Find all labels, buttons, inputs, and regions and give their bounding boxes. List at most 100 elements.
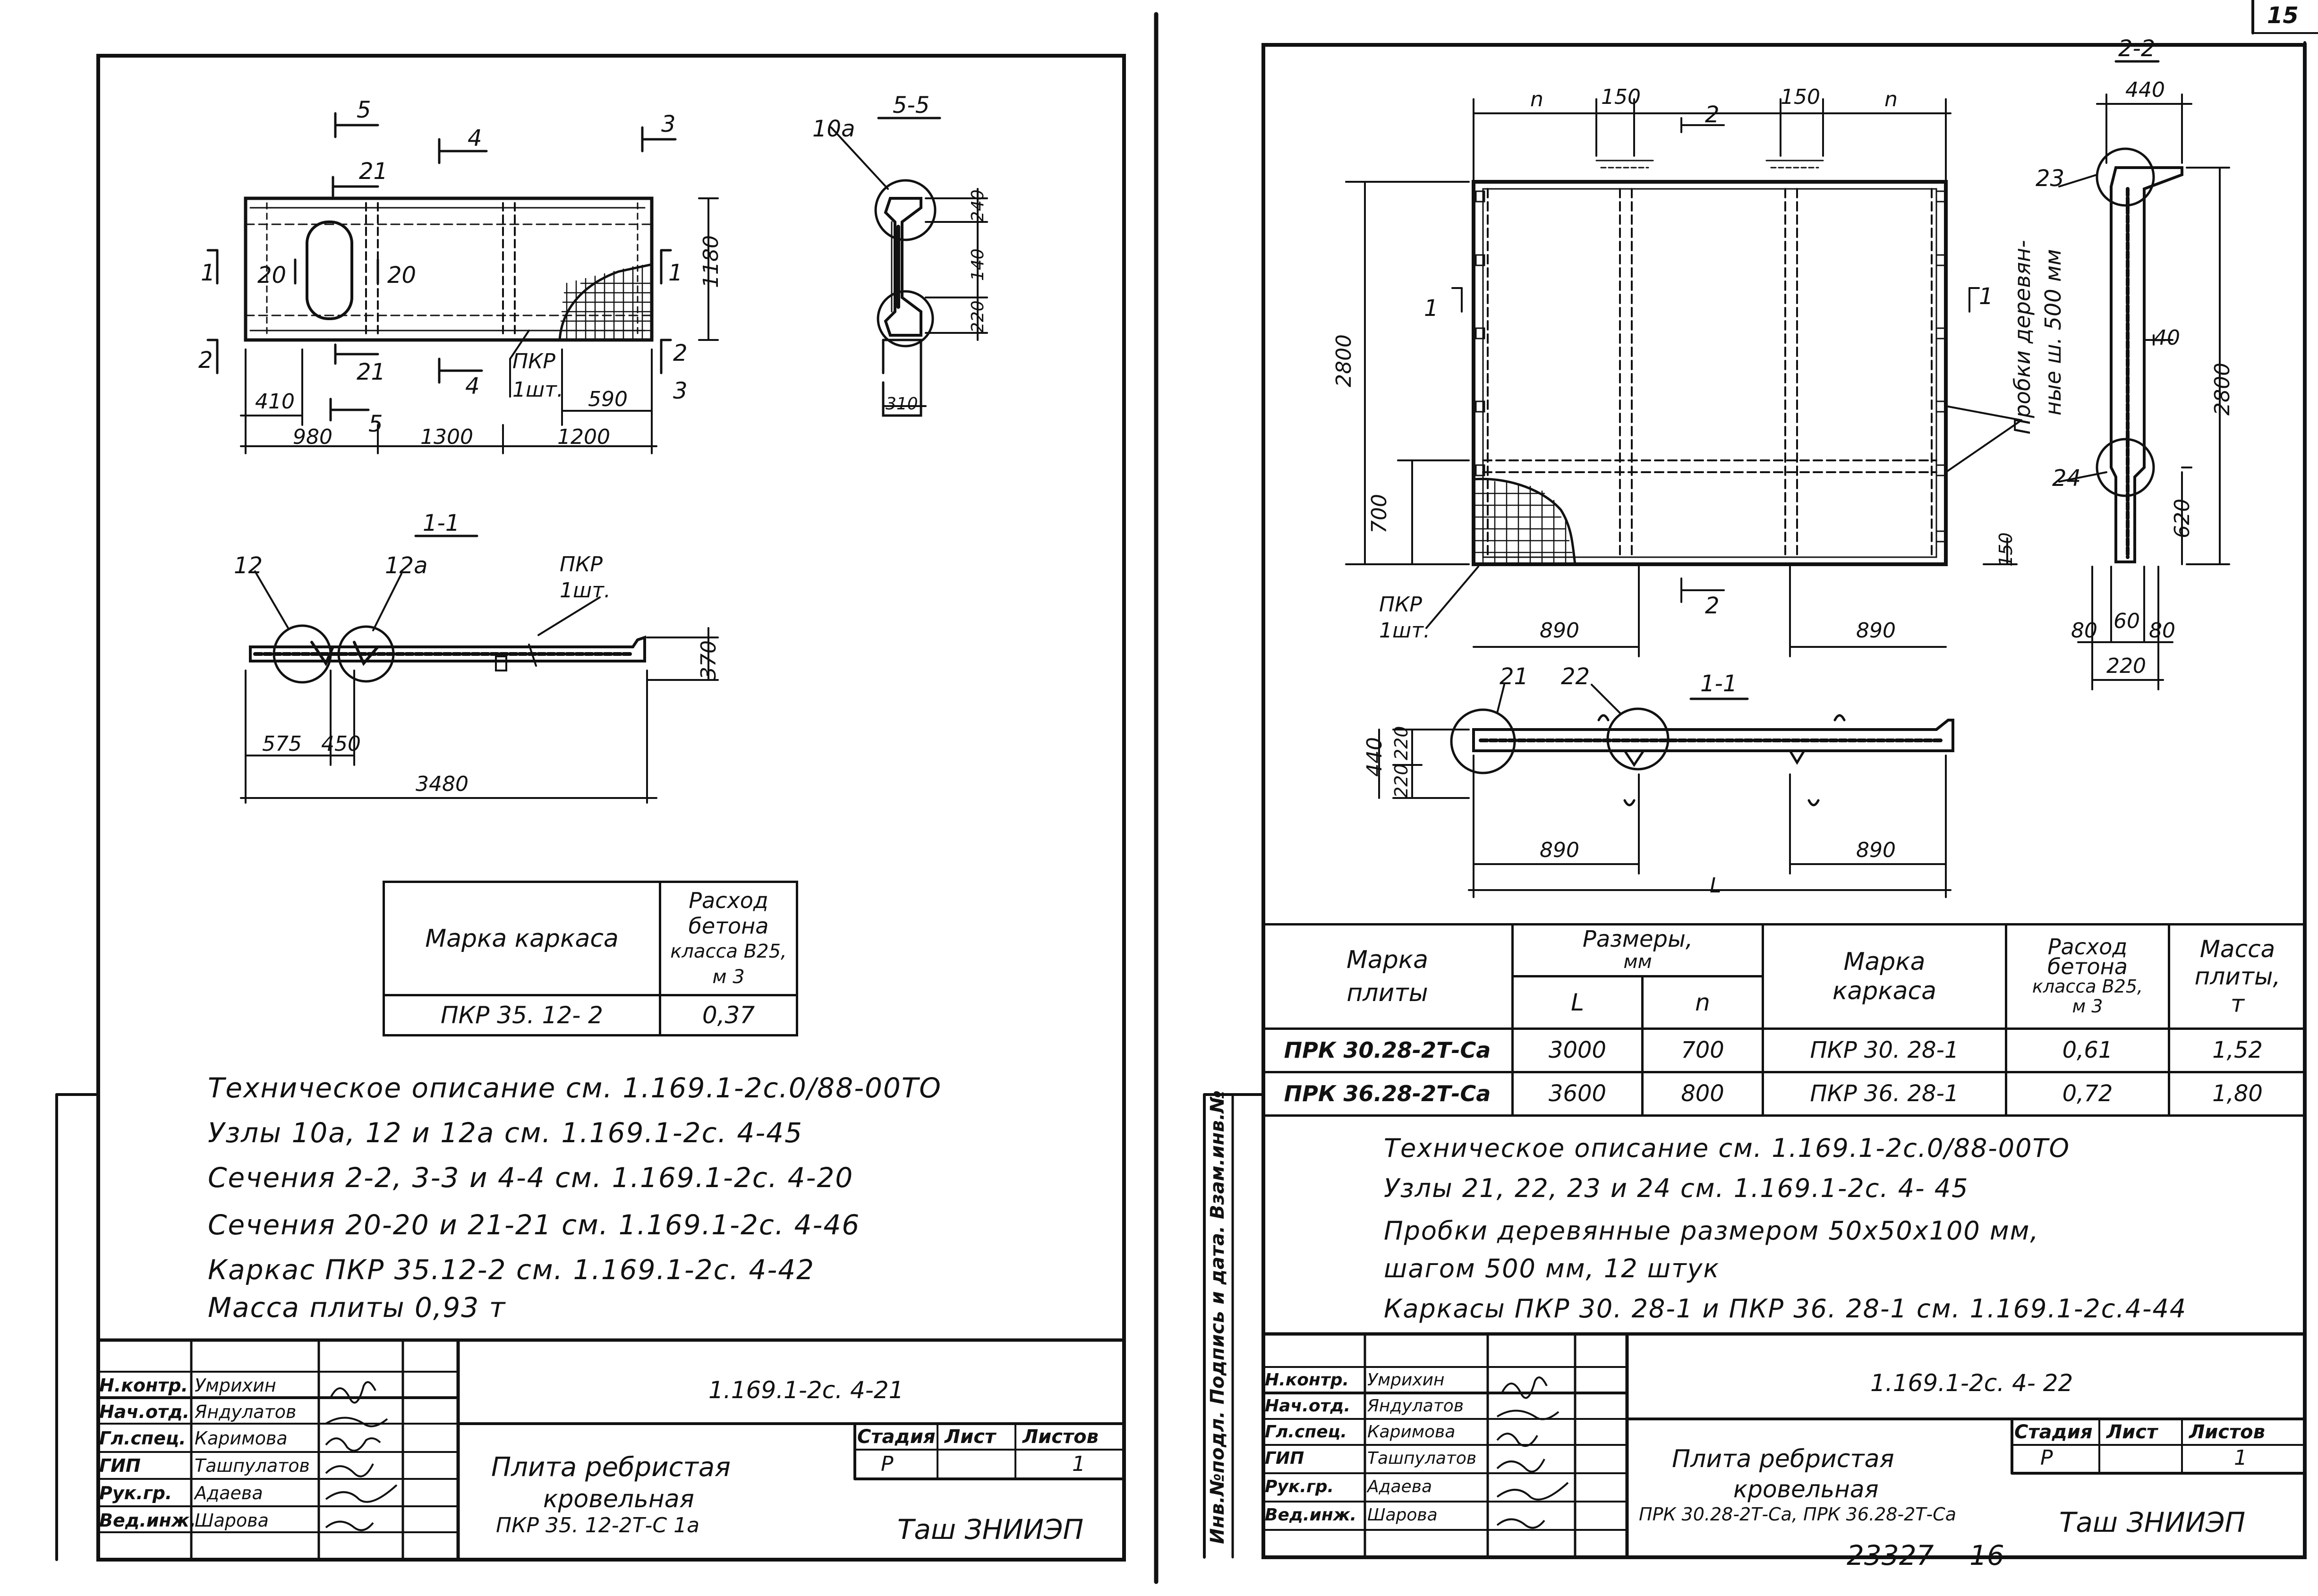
dim-140: 140 [968,248,988,281]
sheets-header-left: Листов [1023,1426,1099,1448]
note-right-4: шагом 500 мм, 12 штук [1384,1254,1720,1283]
note-left-2: Узлы 10а, 12 и 12а см. 1.169.1-2с. 4-45 [208,1117,803,1149]
dim-310: 310 [886,394,918,414]
node-12: 12 [234,552,263,579]
doc-code-left: 1.169.1-2с. 4-21 [708,1376,904,1404]
role-6-right: Вед.инж. [1265,1505,1357,1525]
section-mark-21: 21 [359,158,388,185]
name-2-right: Яндулатов [1367,1396,1464,1416]
note-left-5: Каркас ПКР 35.12-2 см. 1.169.1-2с. 4-42 [208,1254,815,1286]
dim-2800-22: 2800 [2210,363,2234,416]
bottom-number-2: 16 [1969,1539,2004,1571]
col-concrete: Расход бетона класса В25, м 3 [659,881,798,996]
node-23: 23 [2036,165,2065,192]
dim-80-a: 80 [2071,619,2097,643]
section-mark-2-left: 2 [198,347,213,374]
dim-150-side: 150 [1995,532,2016,567]
h-mass-l2: плиты, [2194,962,2281,990]
name-5-left: Адаева [195,1483,263,1503]
name-6-right: Шарова [1367,1505,1438,1525]
role-2-right: Нач.отд. [1265,1396,1351,1416]
row1-L: 3000 [1511,1027,1644,1073]
row1-frame: ПКР 30. 28-1 [1762,1027,2007,1073]
stage-header-left: Стадия [857,1426,936,1448]
name-3-right: Каримова [1367,1422,1456,1442]
dim-80-b: 80 [2149,619,2175,643]
stage-value-left: Р [881,1452,894,1476]
col-concrete-l3: класса В25, [670,940,787,962]
dim-220-11b: 220 [1391,726,1412,760]
name-4-right: Ташпулатов [1367,1449,1477,1468]
dim-890-d: 890 [1856,838,1896,862]
section-mark-1-right-r: 1 [1979,283,1994,310]
sheet-header-right: Лист [2106,1421,2158,1443]
h-n: n [1641,975,1764,1030]
h-slab-mark-l2: плиты [1346,978,1428,1007]
dim-575: 575 [262,732,302,756]
pkr-label: ПКР [512,349,555,374]
note-left-1: Техническое описание см. 1.169.1-2с.0/88… [208,1072,942,1104]
row2-concrete: 0,72 [2005,1070,2170,1117]
sheets-value-right: 1 [2234,1446,2247,1470]
dim-n-right: n [1884,87,1898,111]
title-right-l1: Плита ребристая [1672,1445,1894,1473]
pkr-qty-r: 1шт. [1379,619,1430,643]
section-title-1-1: 1-1 [423,510,460,536]
role-4-left: ГИП [99,1455,141,1476]
row2-frame: ПКР 36. 28-1 [1762,1070,2007,1117]
section-mark-2-top: 2 [1705,102,1720,128]
node-22: 22 [1561,663,1590,690]
h-concrete-l1: Расход [2047,934,2128,959]
section-mark-20-right: 20 [387,262,417,289]
probki-l2: ные ш. 500 мм [2040,249,2066,416]
section-mark-5: 5 [357,97,371,123]
h-frame-mark: Марка каркаса [1762,923,2007,1030]
title-right-l3: ПРК 30.28-2Т-Са, ПРК 36.28-2Т-Са [1639,1504,1957,1525]
bottom-number: 23327 [1847,1539,1934,1571]
dim-1300: 1300 [420,425,473,449]
h-concrete: Расход бетона класса В25, м 3 [2005,923,2170,1030]
slab-table-right: Марка плиты Размеры, мм Марка каркаса Ра… [1263,923,2305,1117]
dim-440-11: 440 [1363,737,1387,777]
section-mark-2-bottom: 2 [1705,593,1720,619]
role-4-right: ГИП [1265,1449,1304,1468]
sheets-value-left: 1 [1072,1452,1085,1476]
section-title-2-2: 2-2 [2118,35,2156,62]
dim-590: 590 [588,387,628,411]
section-mark-1-left-r: 1 [1424,295,1439,322]
note-left-6: Масса плиты 0,93 т [208,1291,506,1324]
dim-n-left: n [1530,87,1543,111]
frame-table-left: Марка каркаса Расход бетона класса В25, … [383,881,798,1036]
h-slab-mark: Марка плиты [1263,923,1514,1030]
title-left-l1: Плита ребристая [491,1452,731,1483]
dim-3480: 3480 [416,772,469,796]
h-L: L [1511,975,1644,1030]
stage-value-right: Р [2040,1446,2053,1470]
dim-220-11a: 220 [1391,764,1412,798]
dim-410: 410 [255,390,295,414]
col-concrete-l4: м 3 [712,966,745,988]
section-mark-2-right: 2 [673,340,688,366]
h-sizes-l1: Размеры, [1582,925,1693,952]
h-concrete-l3: класса В25, [2032,976,2143,997]
role-3-left: Гл.спец. [99,1428,186,1449]
role-1-left: Н.контр. [99,1375,188,1396]
row2-n: 800 [1641,1070,1764,1117]
sheets-header-right: Листов [2189,1421,2265,1443]
name-3-left: Каримова [195,1428,288,1449]
note-right-3: Пробки деревянные размером 50х50х100 мм, [1384,1216,2039,1246]
section-mark-3-b: 3 [673,378,688,404]
title-left-l2: кровельная [543,1485,694,1513]
name-6-left: Шарова [195,1510,269,1531]
dim-980: 980 [293,425,332,449]
name-2-left: Яндулатов [195,1401,297,1422]
row-concrete-value: 0,37 [659,994,798,1036]
row-frame-mark: ПКР 35. 12- 2 [383,994,661,1036]
note-left-4: Сечения 20-20 и 21-21 см. 1.169.1-2с. 4-… [208,1209,861,1241]
node-12a: 12a [385,552,428,579]
section-mark-1-right: 1 [668,260,683,286]
dim-450: 450 [321,732,361,756]
h-frame-mark-l2: каркаса [1832,976,1936,1005]
col-concrete-l2: бетона [688,913,769,939]
